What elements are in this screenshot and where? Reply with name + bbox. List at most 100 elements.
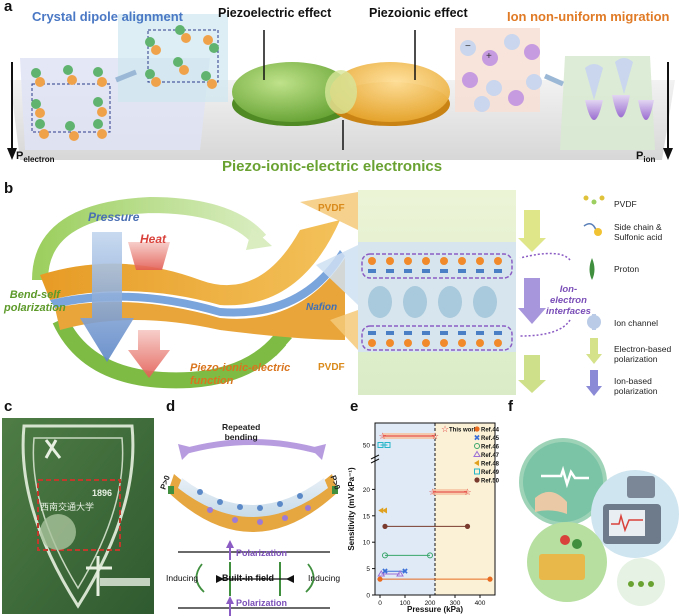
e-data-point: [396, 570, 404, 577]
e-data-point: [487, 576, 493, 582]
piezoionic-disc: [330, 62, 450, 122]
scale-bar: [100, 578, 150, 586]
nafion-sheet: [50, 250, 345, 317]
e-data-point: [382, 507, 387, 514]
heat-arrow: [128, 330, 170, 378]
title-ion-migration: Ion non-uniform migration: [507, 9, 670, 24]
overlap-region: [325, 70, 357, 114]
ion-channel-legend-icon: [587, 314, 601, 330]
e-data-point: ✖: [382, 567, 389, 576]
emblem-shield: [21, 424, 135, 609]
e-y-axis-label: Sensitivity (mV kPa⁻¹): [347, 467, 356, 551]
label-inducing-left: Inducing: [166, 573, 199, 583]
pressure-arrow: [80, 232, 134, 362]
title-crystal-dipole: Crystal dipole alignment: [32, 9, 183, 24]
e-data-point: [384, 442, 391, 448]
e-legend-marker: [474, 477, 480, 483]
panel-f-graphic: [519, 438, 679, 606]
ion-minus-glyph: −: [465, 41, 471, 52]
interface-box-top: [361, 253, 513, 279]
interface-charges: [368, 257, 502, 347]
panel-a-graphic: [7, 14, 675, 160]
nafion-callout: [316, 245, 358, 305]
p-electron-label: Pelectron: [16, 150, 55, 165]
legend-pvdf: PVDF: [614, 199, 637, 209]
e-data-point: [382, 552, 388, 559]
e-data-point: ☆: [431, 431, 439, 441]
ion-pane: [560, 56, 655, 150]
e-y-tick-label: 50: [363, 443, 371, 450]
bent-device-outer: [168, 474, 338, 532]
e-legend-label: Ref.46: [481, 445, 500, 451]
bend-arrow-top-d: [181, 439, 323, 455]
e-x-tick-label: 100: [400, 600, 411, 607]
pvdf-sheet-top: [40, 220, 340, 306]
label-polarization-bottom: Polarization: [236, 598, 288, 608]
ion-pol-legend-icon: [586, 370, 602, 396]
label-polarization-top: Polarization: [236, 548, 288, 558]
title-piezoelectric: Piezoelectric effect: [218, 6, 332, 20]
panel-b-letter: b: [4, 180, 14, 197]
proton-legend-icon: [589, 258, 595, 280]
e-x-tick-label: 400: [475, 600, 486, 607]
emblem-year: 1896: [92, 488, 113, 498]
e-legend-label: Ref.49: [481, 470, 500, 476]
panel-b-graphic: [32, 190, 571, 395]
label-builtin-field: Built-in field: [222, 573, 274, 583]
e-data-point: [427, 552, 433, 559]
heat-source: [128, 242, 170, 270]
pvdf-callout-top: [300, 192, 358, 230]
e-data-point: [382, 523, 388, 529]
pvdf-callout-bottom: [330, 310, 358, 350]
emblem-name: 西南交通大学: [40, 502, 95, 512]
panel-a-letter: a: [4, 0, 13, 15]
e-legend-marker: [474, 426, 480, 432]
electron-pol-arrow-top: [518, 210, 546, 252]
label-pressure: Pressure: [88, 210, 140, 224]
heartbeat-icon: [541, 465, 589, 489]
e-legend-label: Ref.44: [481, 428, 500, 434]
pvdf-legend-icon: [583, 195, 605, 205]
e-x-tick-label: 300: [450, 600, 461, 607]
e-legend-marker: ☆: [441, 424, 449, 434]
zoom-arrow-left: [115, 69, 137, 83]
e-y-tick-label: 20: [363, 487, 371, 494]
e-legend-marker: [474, 443, 480, 449]
legend-side-chain: Side chain &Sulfonic acid: [614, 222, 663, 242]
e-legend-label: Ref.45: [481, 436, 500, 442]
title-piezoionic: Piezoionic effect: [369, 6, 468, 20]
label-pvdf-bottom: PVDF: [318, 362, 345, 373]
e-data-point: ☆: [378, 431, 386, 441]
panel-f-letter: f: [508, 398, 513, 415]
label-pvdf-top: PVDF: [318, 203, 345, 214]
e-y-tick-label: 0: [366, 593, 370, 600]
e-y-tick-label: 5: [366, 566, 370, 573]
e-legend-marker: [473, 450, 481, 457]
label-nafion: Nafion: [306, 302, 338, 313]
e-data-point: ☆: [428, 487, 436, 497]
panel-c-photo: [2, 418, 154, 614]
bent-device-inner: [178, 478, 328, 517]
label-inducing-right: Inducing: [308, 573, 341, 583]
e-data-point: ✖: [402, 567, 409, 576]
e-data-point: [378, 507, 384, 514]
dipole-molecules: [31, 25, 219, 141]
zoom-arrow-right: [543, 73, 565, 87]
piezoelectric-disc: [232, 62, 352, 122]
e-legend-marker: [474, 460, 479, 466]
e-legend-label: This work: [449, 428, 478, 434]
e-x-tick-label: 200: [425, 600, 436, 607]
e-data-point: ☆: [463, 487, 471, 497]
e-x-axis-label: Pressure (kPa): [407, 605, 463, 614]
ion-plus-glyph: +: [486, 51, 492, 62]
p-ion-label: Pion: [636, 150, 656, 165]
e-legend-label: Ref.48: [481, 462, 500, 468]
e-legend-label: Ref.50: [481, 479, 500, 485]
ion-particles: [460, 34, 654, 120]
panel-b-legend-icons: [583, 195, 605, 396]
bend-arrow-bottom: [52, 316, 287, 389]
